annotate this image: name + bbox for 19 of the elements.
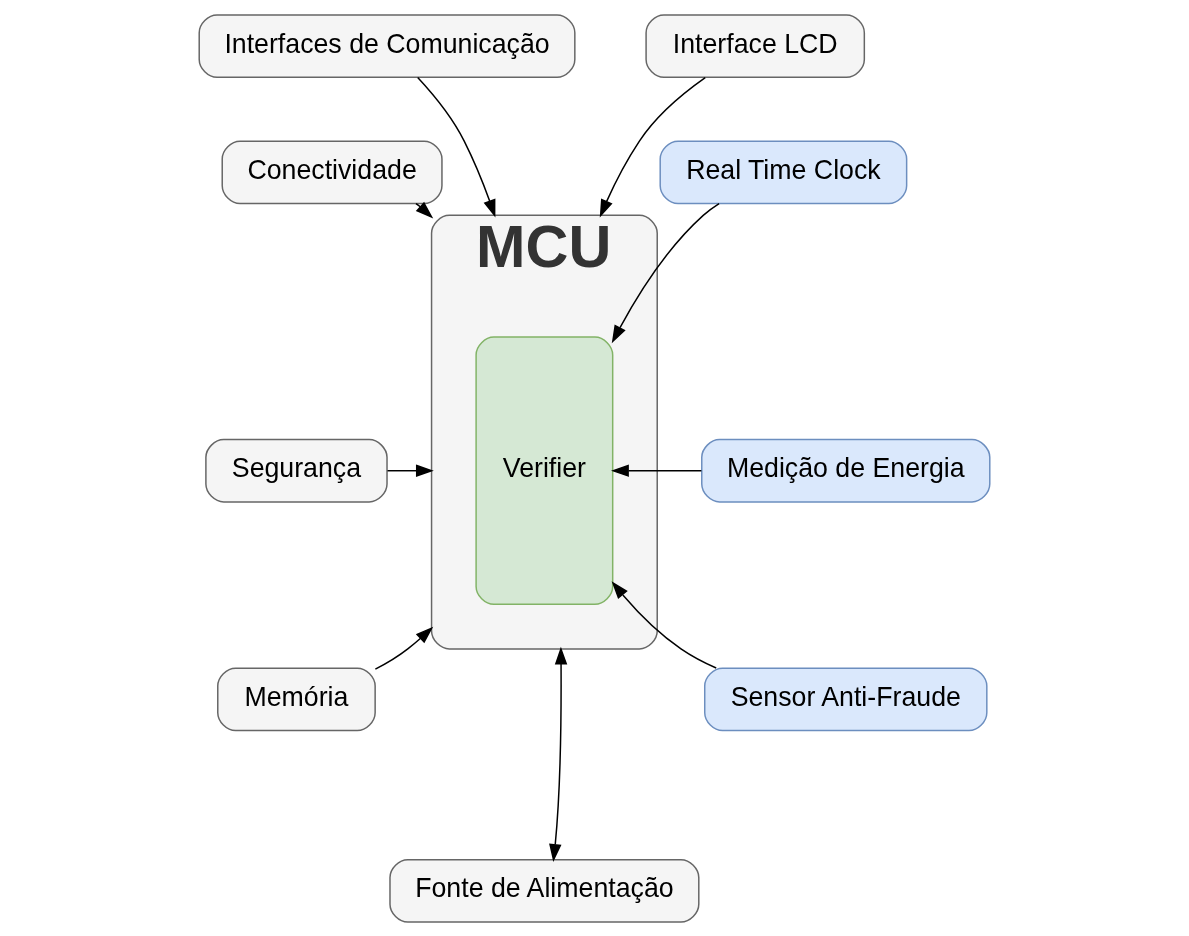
arrow (611, 464, 703, 477)
arrow (611, 580, 717, 669)
arrow (599, 76, 706, 217)
node-box: Medição de Energia (701, 438, 991, 503)
node-box: Real Time Clock (659, 139, 908, 204)
node-box: Conectividade (221, 139, 443, 204)
node-box: Sensor Anti-Fraude (704, 666, 988, 731)
node-box: Interfaces de Comunicação (198, 13, 576, 78)
arrow (386, 464, 434, 477)
node-box: Verifier (475, 335, 614, 605)
node-box: Interface LCD (645, 13, 866, 78)
arrow (549, 646, 568, 862)
arrow (415, 201, 434, 218)
node-box: Memória (217, 666, 376, 731)
arrow (611, 202, 720, 343)
arrow (416, 76, 496, 217)
node-box: Fonte de Alimentação (389, 858, 700, 923)
arrow (374, 626, 434, 670)
node-box: Segurança (205, 438, 388, 503)
